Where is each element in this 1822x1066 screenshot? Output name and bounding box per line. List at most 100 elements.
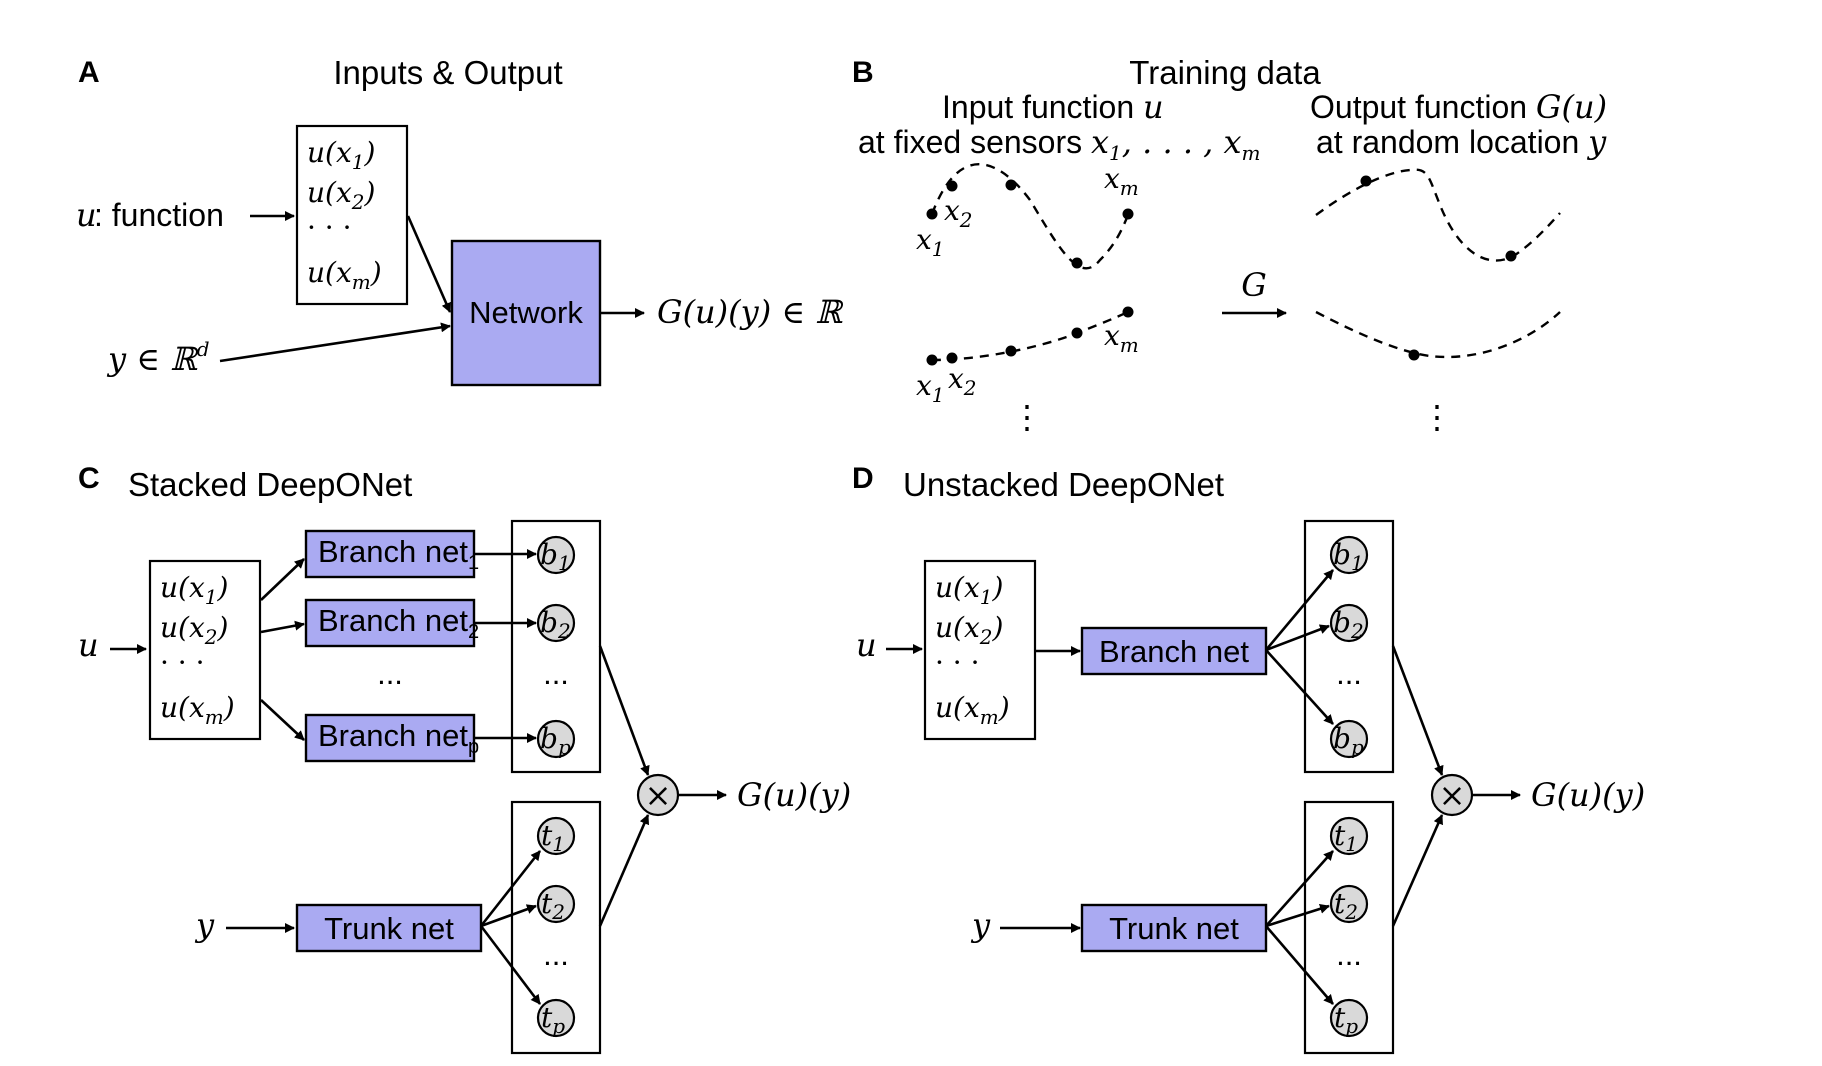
branch-net-p-label: Branch netp [318,718,479,758]
sensor-label-x2-b: x2 [948,362,977,400]
input-u-var: u [76,196,97,234]
unstacked-sensor-2: u(x2) [935,611,1003,649]
node-bp-d-label: bp [1333,722,1364,759]
panel-b-title: Training data [1129,54,1321,91]
arrow-trunk-to-product [598,814,650,927]
svg-text:u(x1): u(x1) [307,136,375,174]
product-symbol: × [645,776,672,814]
arrow-trunk-to-tp-d [1265,925,1334,1005]
y-input-label: y ∈ ℝd [106,337,210,378]
sensor-point [1122,306,1134,318]
sensor-label-xm: xm [1104,162,1139,200]
sensor-value-m: u(xm) [307,256,382,294]
stacked-output: G(u)(y) [737,776,851,814]
sensor-label-x1: x1 [916,223,945,261]
node-b1-d-label: b1 [1333,538,1364,575]
input-vdots: ⋮ [1011,398,1043,436]
node-t2-d [1329,884,1369,924]
input-function-curve-2 [931,310,1129,362]
branch-net-ellipsis: ... [377,656,403,691]
arrow-sensors-to-branch-p [260,699,305,741]
stacked-sensor-m: u(xm) [160,691,235,729]
network-output: G(u)(y) ∈ ℝ [657,293,844,331]
arrow-sensors-to-network [406,215,452,313]
random-location-point [1360,175,1372,187]
arrow-branch-to-b1-d [1265,569,1334,651]
sensor-point [1005,345,1017,357]
panel-a-letter: A [78,56,100,89]
trunk-node-ellipsis: ... [543,937,569,972]
branch-net-2-label: Branch net2 [318,603,479,643]
sensor-value-2: u(x2) [307,176,375,214]
panel-b-letter: B [852,56,874,89]
sensor-value-ellipsis: · · · [307,211,352,244]
node-t2 [536,884,576,924]
panel-d: D Unstacked DeepONet u u(x1) u(x2) · · ·… [852,462,1645,1055]
arrow-branch-to-product [598,645,650,776]
random-location-point [1408,349,1420,361]
network-box [450,239,602,387]
unstacked-trunk-net [1080,903,1268,953]
unstacked-branch-net-label: Branch net [1099,634,1249,669]
node-b1-label: b1 [540,538,571,575]
input-function-heading: Input function u [942,88,1164,126]
branch-node-ellipsis-d: ... [1336,656,1362,691]
node-tp [536,998,576,1038]
arrow-sensors-to-branch-1 [260,558,305,601]
panel-c-title: Stacked DeepONet [128,466,412,503]
sensor-label-x1-b: x1 [916,369,945,407]
sensor-point [1071,327,1083,339]
output-function-heading: Output function G(u) [1310,88,1607,126]
node-t1-d [1329,816,1369,856]
random-location-heading: at random location y [1316,123,1607,161]
unstacked-sensor-ellipsis: · · · [935,646,980,679]
fixed-sensors-heading: at fixed sensors x1, . . . , xm [858,123,1261,165]
sensor-values-box [295,124,409,306]
unstacked-output: G(u)(y) [1531,776,1645,814]
trunk-net-label: Trunk net [324,911,454,946]
stacked-u-label: u [78,626,99,664]
output-function-curve-2 [1315,310,1561,359]
arrow-trunk-to-tp [479,925,542,1005]
unstacked-sensor-m: u(xm) [935,691,1010,729]
product-symbol-d: × [1439,776,1466,814]
node-b1 [536,535,576,575]
node-bp [536,719,576,759]
sensor-point [946,352,958,364]
arrow-branch-to-product-d [1391,645,1444,776]
output-function-curve-1 [1315,168,1561,262]
stacked-sensor-ellipsis: · · · [160,646,205,679]
panel-c-letter: C [78,462,100,495]
sensor-label-x2: x2 [944,194,973,232]
operator-label: G [1241,266,1267,304]
unstacked-trunk-net-label: Trunk net [1109,911,1239,946]
node-b2-d [1329,603,1369,643]
node-b2 [536,603,576,643]
sensor-point [926,208,938,220]
random-location-point [1505,250,1517,262]
stacked-sensor-box [148,559,262,741]
node-tp-d-label: tp [1334,1001,1358,1038]
node-b2-d-label: b2 [1333,606,1364,643]
stacked-y-label: y [194,906,215,944]
arrow-branch-to-bp-d [1265,649,1334,725]
arrow-trunk-to-product-d [1391,814,1444,927]
stacked-sensor-1: u(x1) [160,571,228,609]
node-tp-label: tp [541,1001,565,1038]
input-function-curve-1 [930,163,1130,270]
panel-a-title: Inputs & Output [333,54,562,91]
panel-d-title: Unstacked DeepONet [903,466,1224,503]
output-vdots: ⋮ [1421,398,1453,436]
node-t1 [536,816,576,856]
sensor-point [946,180,958,192]
input-u-text: : function [94,197,224,233]
branch-net-p [304,713,476,763]
node-t2-label: t2 [541,887,565,924]
node-bp-d [1329,719,1369,759]
arrow-trunk-to-t1 [479,850,542,927]
sensor-value-1: u(x1) [307,136,375,174]
sensor-point [1005,179,1017,191]
node-t1-d-label: t1 [1334,819,1358,856]
sensor-label-xm-b: xm [1104,319,1139,357]
sensor-point [926,354,938,366]
